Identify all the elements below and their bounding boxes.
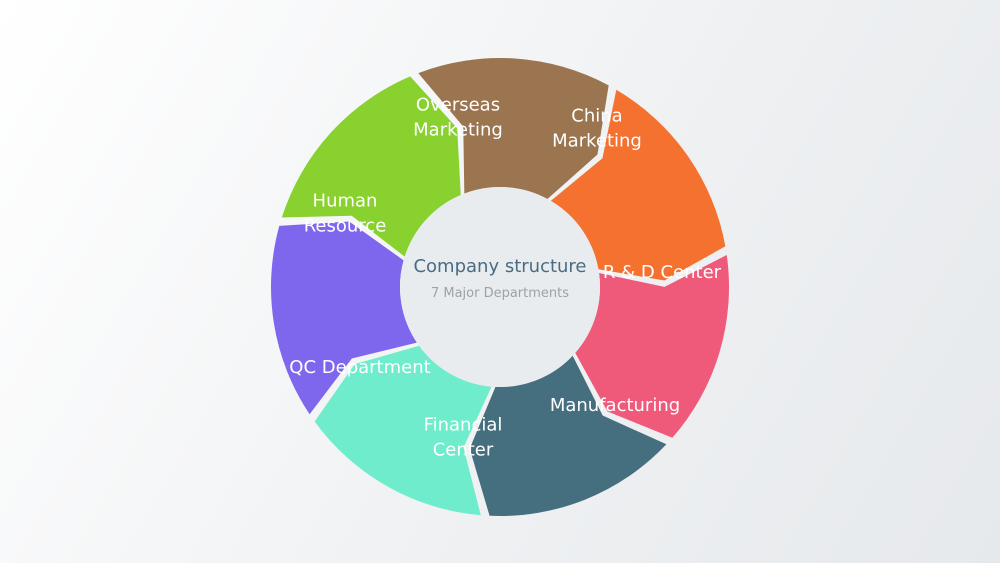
label-qc-department: QC Department — [289, 357, 430, 378]
label-human-resource-line-1: Human — [313, 191, 378, 212]
label-overseas-marketing-line-1: Overseas — [416, 95, 500, 116]
center-circle — [400, 187, 600, 387]
segment-overseas-marketing — [418, 57, 609, 199]
segment-manufacturing — [469, 355, 667, 516]
label-manufacturing: Manufacturing — [550, 395, 680, 416]
label-financial-center-line-2: Center — [433, 440, 494, 461]
label-china-marketing-line-1: China — [571, 106, 622, 127]
label-china-marketing-line-2: Marketing — [552, 131, 642, 152]
segment-china-marketing — [550, 89, 726, 281]
label-human-resource-line-2: Resource — [304, 216, 387, 237]
center-subtitle: 7 Major Departments — [431, 286, 569, 301]
segment-human-resource — [281, 76, 461, 257]
label-rd-center: R & D Center — [603, 262, 722, 283]
label-financial-center-line-1: Financial — [424, 415, 503, 436]
center-title: Company structure — [413, 256, 586, 277]
label-rd-center-line-1: R & D Center — [603, 262, 722, 283]
segment-qc-department — [270, 221, 417, 415]
label-qc-department-line-1: QC Department — [289, 357, 430, 378]
segment-financial-center — [314, 345, 492, 516]
segment-rd-center — [575, 254, 729, 438]
label-overseas-marketing-line-2: Marketing — [413, 120, 503, 141]
label-manufacturing-line-1: Manufacturing — [550, 395, 680, 416]
